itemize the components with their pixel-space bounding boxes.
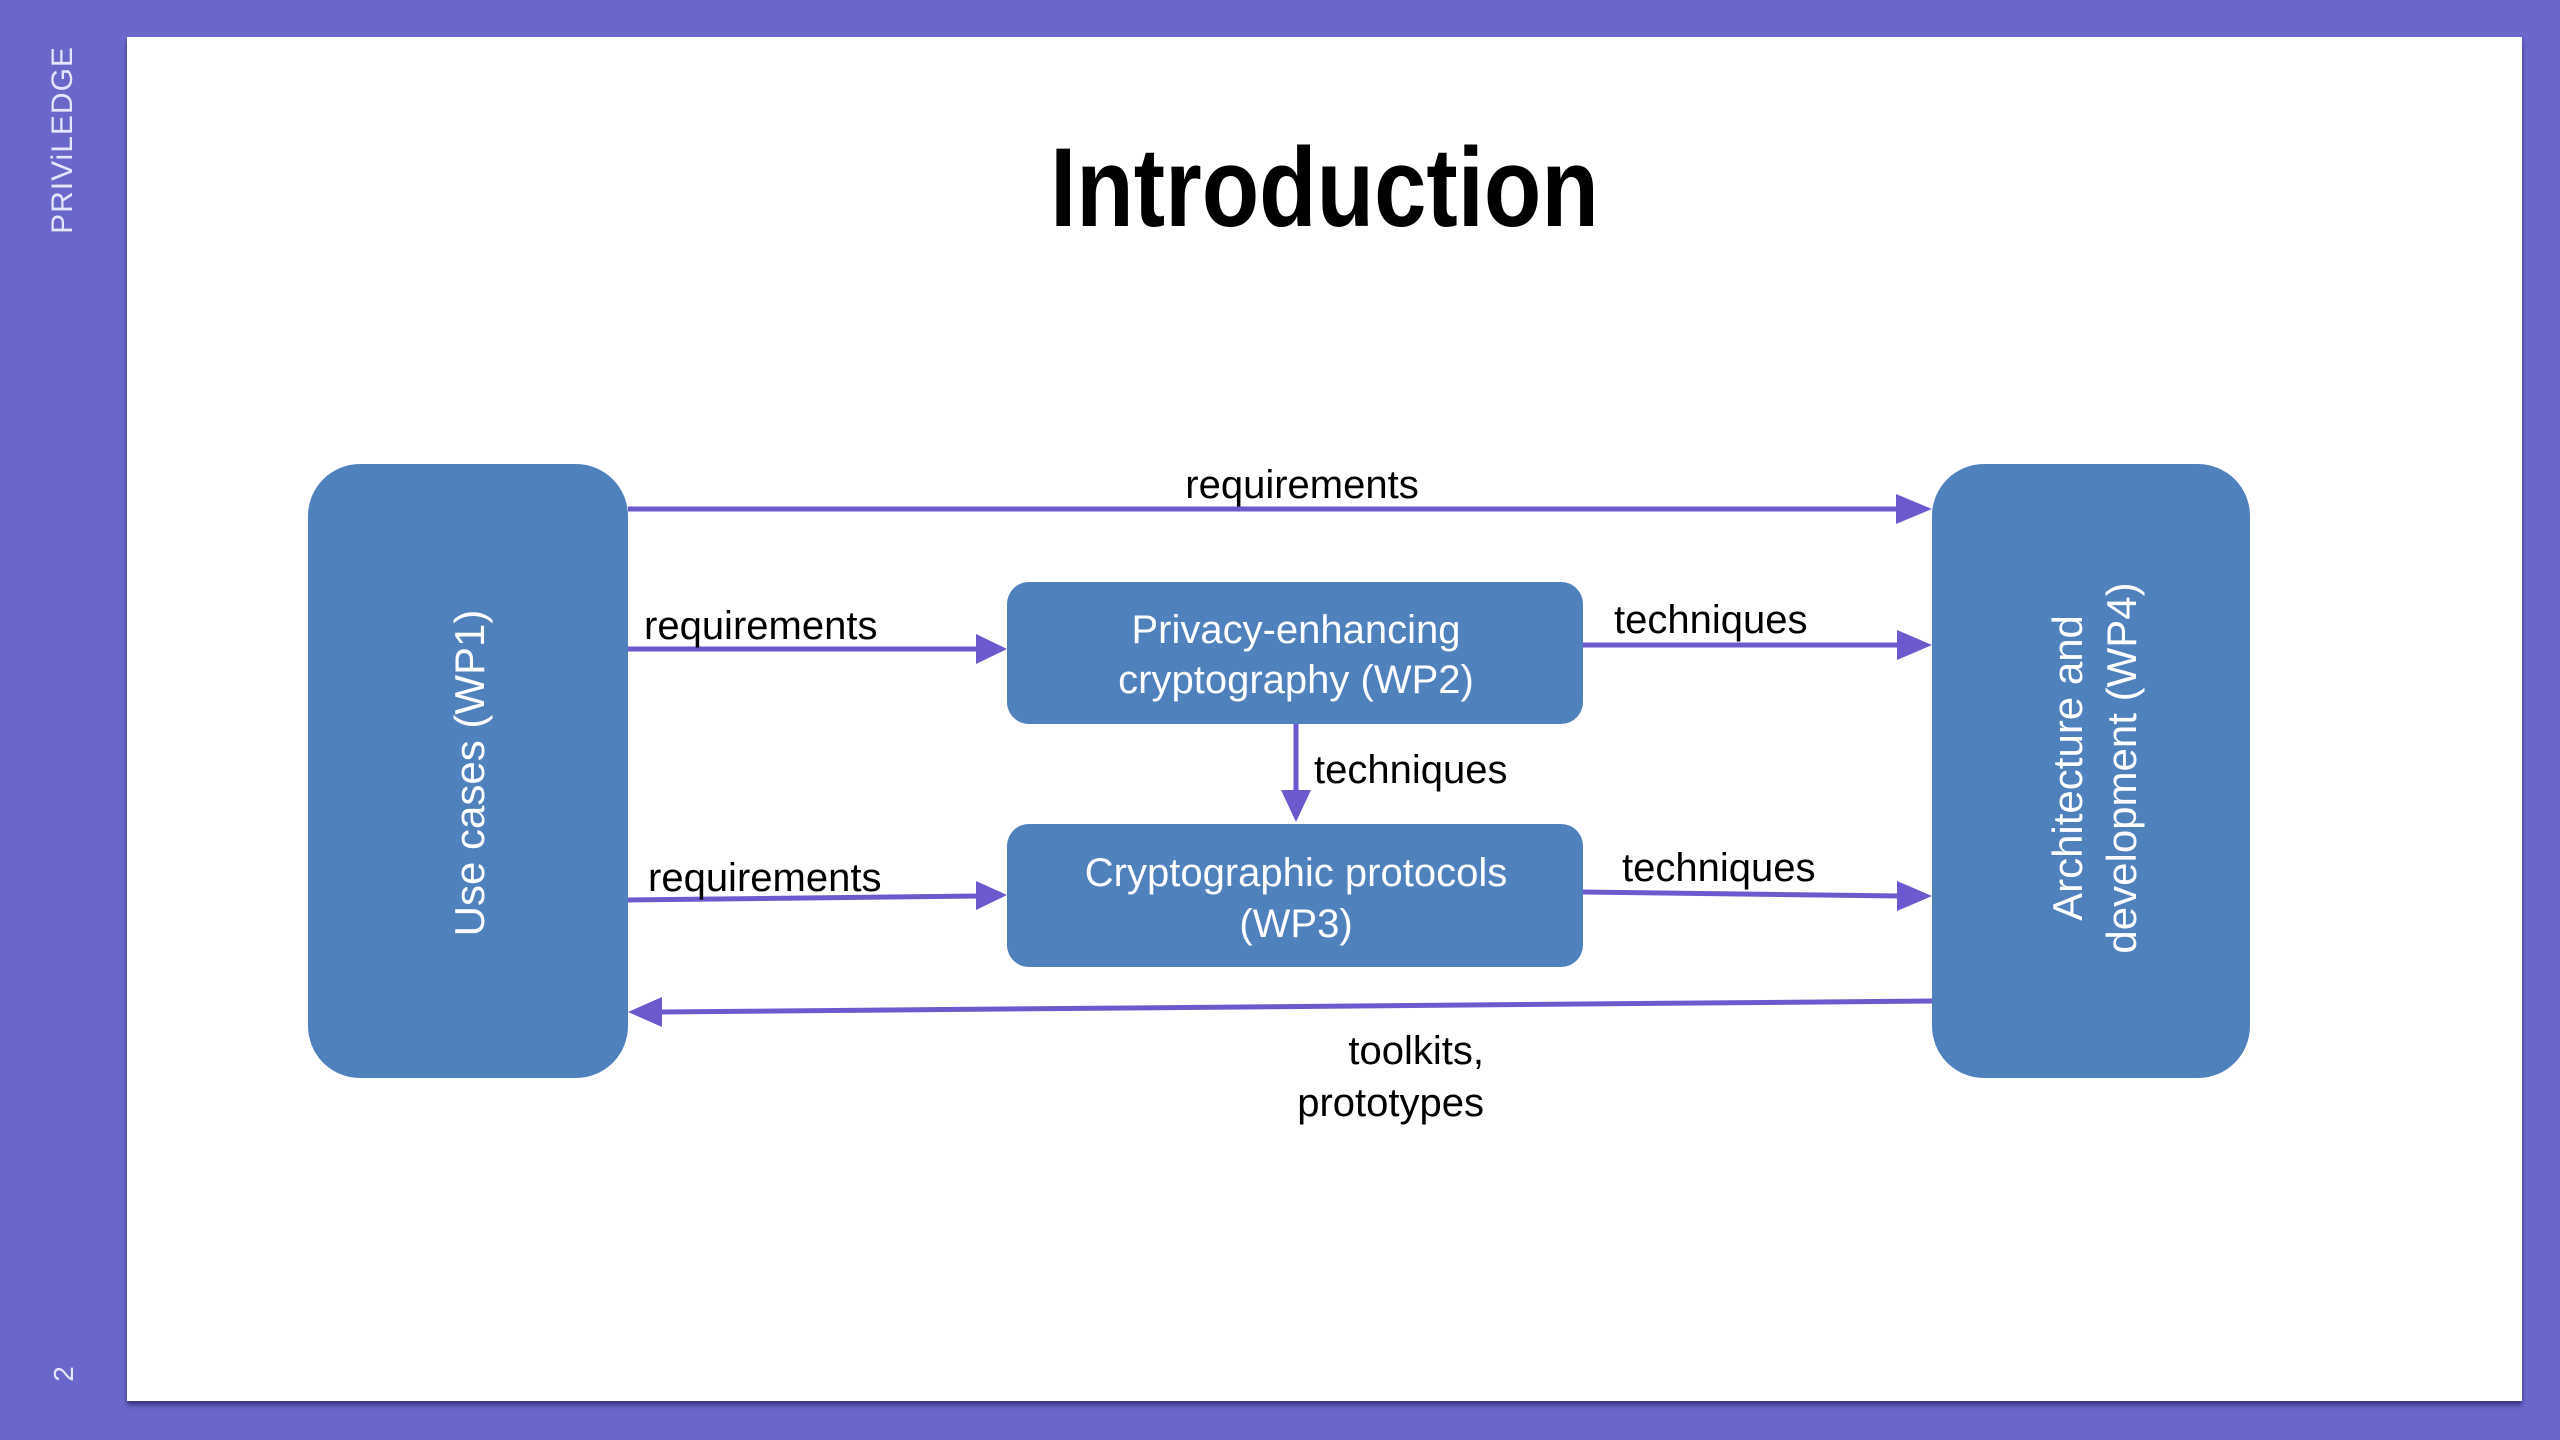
node-wp1-box[interactable] — [308, 464, 628, 1078]
edge-label: techniques — [1614, 598, 1807, 642]
edge-label: requirements — [1185, 463, 1418, 507]
edge-wp3-wp4: techniques — [1582, 846, 1932, 911]
node-wp4-label-line1: Architecture and — [2044, 615, 2091, 921]
node-wp3-box[interactable] — [1007, 824, 1583, 967]
edge-label: requirements — [648, 856, 881, 900]
edge-label: techniques — [1622, 846, 1815, 890]
arrowhead-right-icon — [1897, 881, 1932, 911]
node-wp1-label: Use cases (WP1) — [446, 610, 493, 937]
edge-wp4-wp1: toolkits, prototypes — [628, 997, 1933, 1125]
node-wp3-label-line1: Cryptographic protocols — [1085, 851, 1507, 895]
edge-wp1-wp2: requirements — [628, 604, 1007, 664]
edge-line — [1582, 889, 1901, 899]
edge-line — [627, 893, 981, 903]
edge-label-line1: toolkits, — [1348, 1029, 1484, 1073]
node-wp2-box[interactable] — [1007, 582, 1583, 724]
arrowhead-left-icon — [628, 997, 662, 1027]
node-wp2-label-line1: Privacy-enhancing — [1131, 608, 1460, 652]
node-wp2-label-line2: cryptography (WP2) — [1118, 658, 1474, 702]
edge-label-line2: prototypes — [1297, 1081, 1484, 1125]
edge-label: techniques — [1314, 748, 1507, 792]
arrowhead-right-icon — [1896, 494, 1932, 524]
arrowhead-right-icon — [1897, 630, 1932, 660]
slide-title: Introduction — [1050, 125, 1599, 250]
node-wp3-label-line2: (WP3) — [1239, 902, 1352, 946]
node-wp4-label-line2: development (WP4) — [2098, 582, 2145, 953]
edge-label: requirements — [644, 604, 877, 648]
edge-line — [659, 998, 1933, 1015]
edge-wp1-wp3: requirements — [627, 856, 1007, 910]
arrowhead-right-icon — [976, 881, 1007, 910]
edge-wp2-wp4: techniques — [1583, 598, 1932, 660]
arrowhead-right-icon — [976, 634, 1007, 664]
arrowhead-down-icon — [1281, 790, 1311, 822]
edge-wp1-wp4: requirements — [628, 463, 1932, 524]
edge-wp2-wp3: techniques — [1281, 724, 1507, 822]
node-wp4-box[interactable] — [1932, 464, 2250, 1078]
